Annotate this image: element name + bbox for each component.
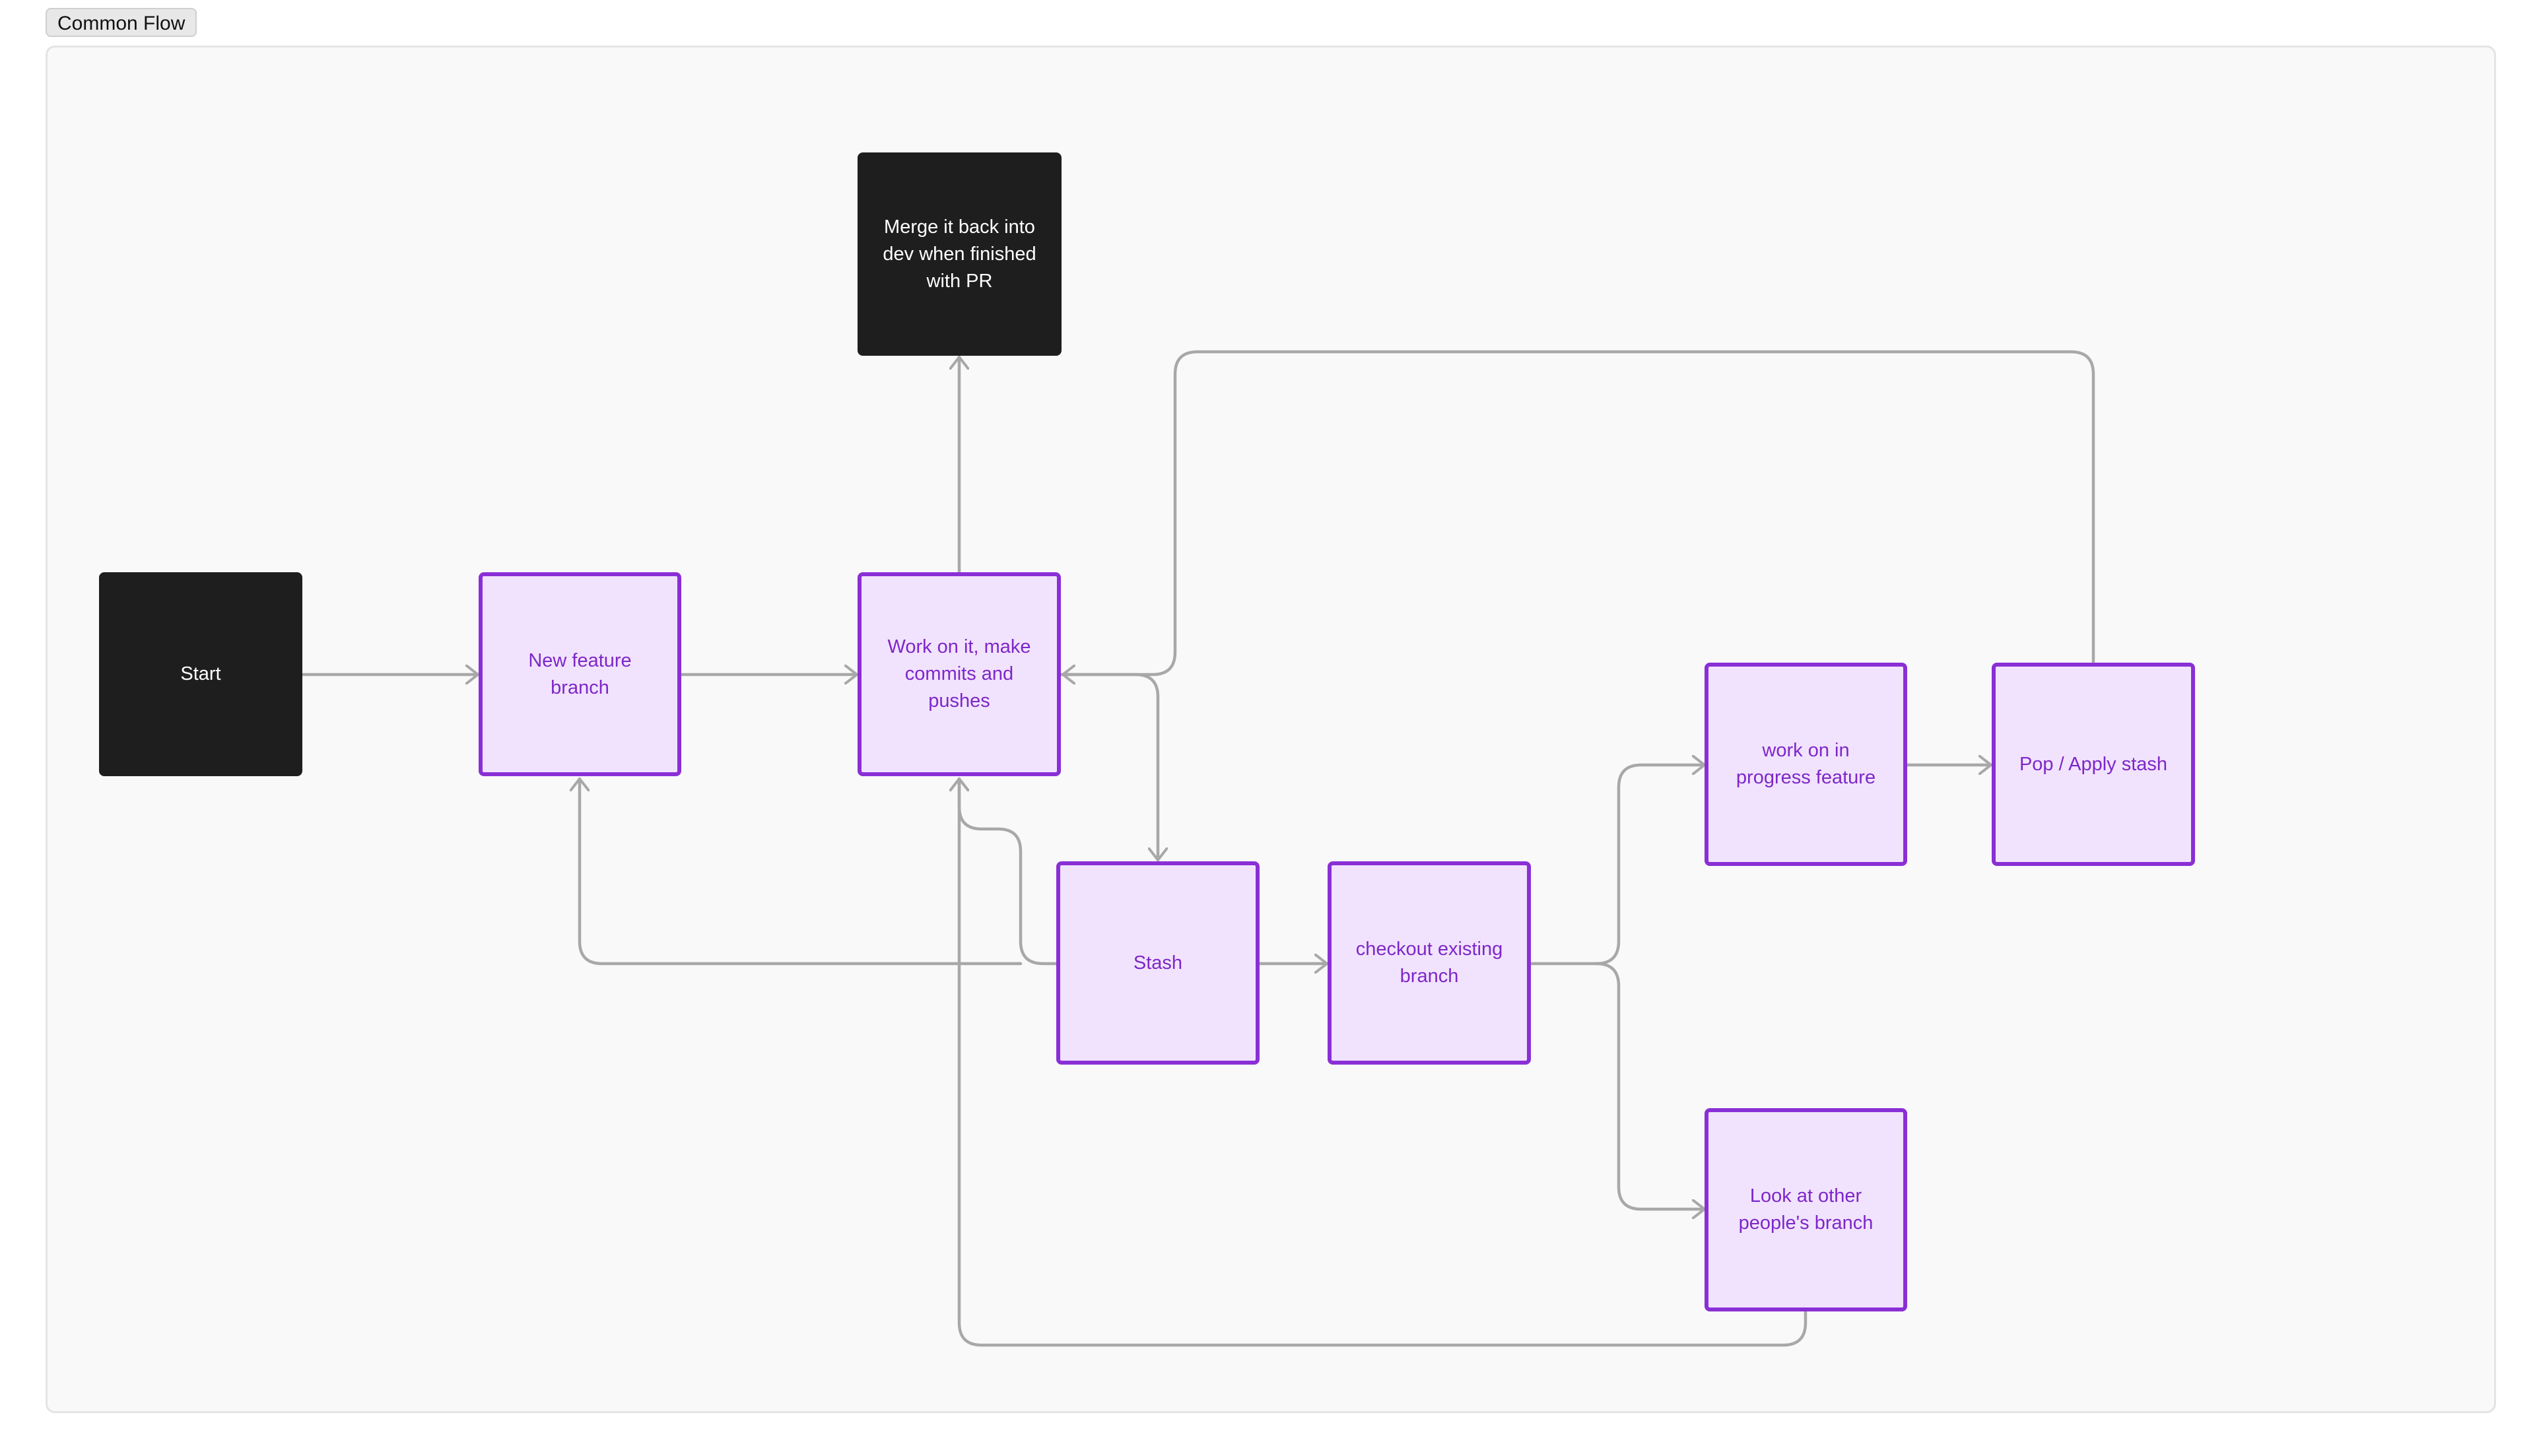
node-merge[interactable]: Merge it back into dev when finished wit… <box>858 152 1062 356</box>
node-work-on-it[interactable]: Work on it, make commits and pushes <box>858 572 1061 776</box>
edge-pop-to-work <box>1061 350 2095 675</box>
node-new-feature-branch[interactable]: New feature branch <box>479 572 681 776</box>
node-pop-apply-stash[interactable]: Pop / Apply stash <box>1992 663 2195 866</box>
node-checkout-existing-branch[interactable]: checkout existing branch <box>1328 861 1531 1065</box>
edge-stash-to-new-feature <box>580 777 1023 966</box>
edge-stash-to-work <box>959 777 1060 966</box>
node-start[interactable]: Start <box>99 572 302 776</box>
edge-checkout-to-look <box>1594 962 1707 1209</box>
edge-work-to-stash <box>1058 673 1158 862</box>
edge-look-to-work <box>959 777 1808 1347</box>
node-work-on-in-progress[interactable]: work on in progress feature <box>1705 663 1907 866</box>
frame-label[interactable]: Common Flow <box>46 8 197 37</box>
edge-checkout-to-wip <box>1528 765 1707 966</box>
node-stash[interactable]: Stash <box>1056 861 1260 1065</box>
node-look-at-other-branch[interactable]: Look at other people's branch <box>1705 1108 1907 1311</box>
